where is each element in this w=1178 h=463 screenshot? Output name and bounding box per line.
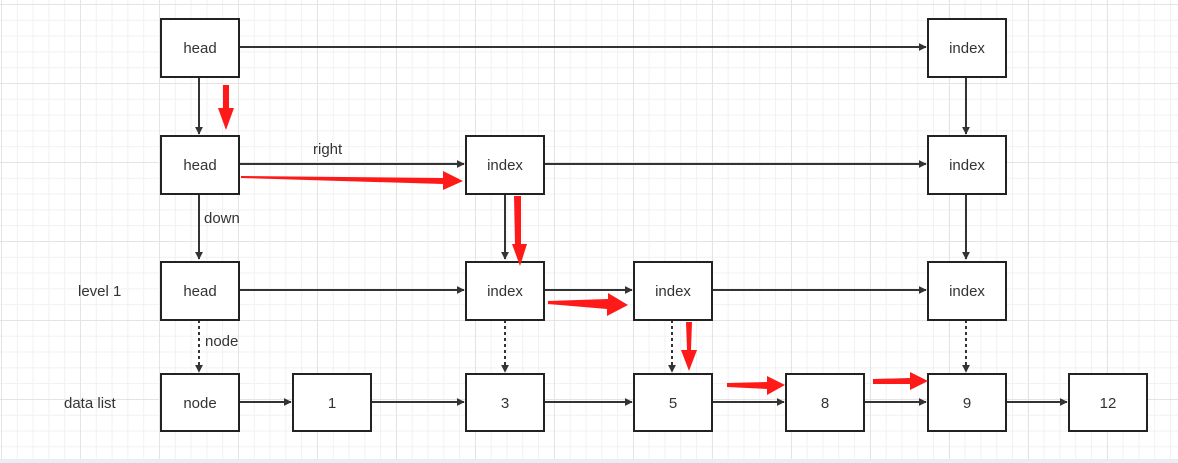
search-arrow-top-down — [218, 85, 234, 130]
search-arrow-5-to-8 — [727, 376, 785, 395]
mid-head-box — [160, 135, 240, 195]
canvas-bottom-edge — [0, 459, 1178, 463]
list-value-5: 5 — [669, 395, 677, 412]
list-value-12: 12 — [1100, 395, 1117, 412]
list-box-1 — [292, 373, 372, 432]
l1-index5-box — [633, 261, 713, 321]
list-box-12 — [1068, 373, 1148, 432]
node-pointer-label: node — [205, 333, 238, 350]
l1-index5-label: index — [655, 283, 691, 300]
mid-head-label: head — [183, 157, 216, 174]
l1-head-box — [160, 261, 240, 321]
list-value-1: 1 — [328, 395, 336, 412]
list-box-8 — [785, 373, 865, 432]
mid-index9-label: index — [949, 157, 985, 174]
list-value-3: 3 — [501, 395, 509, 412]
search-path — [218, 85, 928, 395]
mid-index9-box — [927, 135, 1007, 195]
list-node-box — [160, 373, 240, 432]
mid-index3-label: index — [487, 157, 523, 174]
l1-index3-box — [465, 261, 545, 321]
mid-index3-box — [465, 135, 545, 195]
l1-index9-label: index — [949, 283, 985, 300]
top-head-label: head — [183, 40, 216, 57]
top-index-label: index — [949, 40, 985, 57]
top-index-box — [927, 18, 1007, 78]
search-arrow-index5-down — [681, 322, 697, 371]
down-pointer-label: down — [204, 210, 240, 227]
list-value-8: 8 — [821, 395, 829, 412]
list-box-5 — [633, 373, 713, 432]
l1-head-label: head — [183, 283, 216, 300]
right-pointer-label: right — [313, 141, 343, 158]
list-box-3 — [465, 373, 545, 432]
search-arrow-head-to-index3 — [241, 171, 463, 190]
list-node-label: node — [183, 395, 216, 412]
l1-index9-box — [927, 261, 1007, 321]
search-arrow-index3-to-index5 — [548, 293, 628, 316]
top-head-box — [160, 18, 240, 78]
l1-index3-label: index — [487, 283, 523, 300]
search-arrow-index3-down — [512, 196, 527, 266]
list-box-9 — [927, 373, 1007, 432]
search-arrow-8-to-9 — [873, 372, 928, 390]
data-list-row-label: data list — [64, 395, 117, 412]
level-1-row-label: level 1 — [78, 283, 121, 300]
list-value-9: 9 — [963, 395, 971, 412]
